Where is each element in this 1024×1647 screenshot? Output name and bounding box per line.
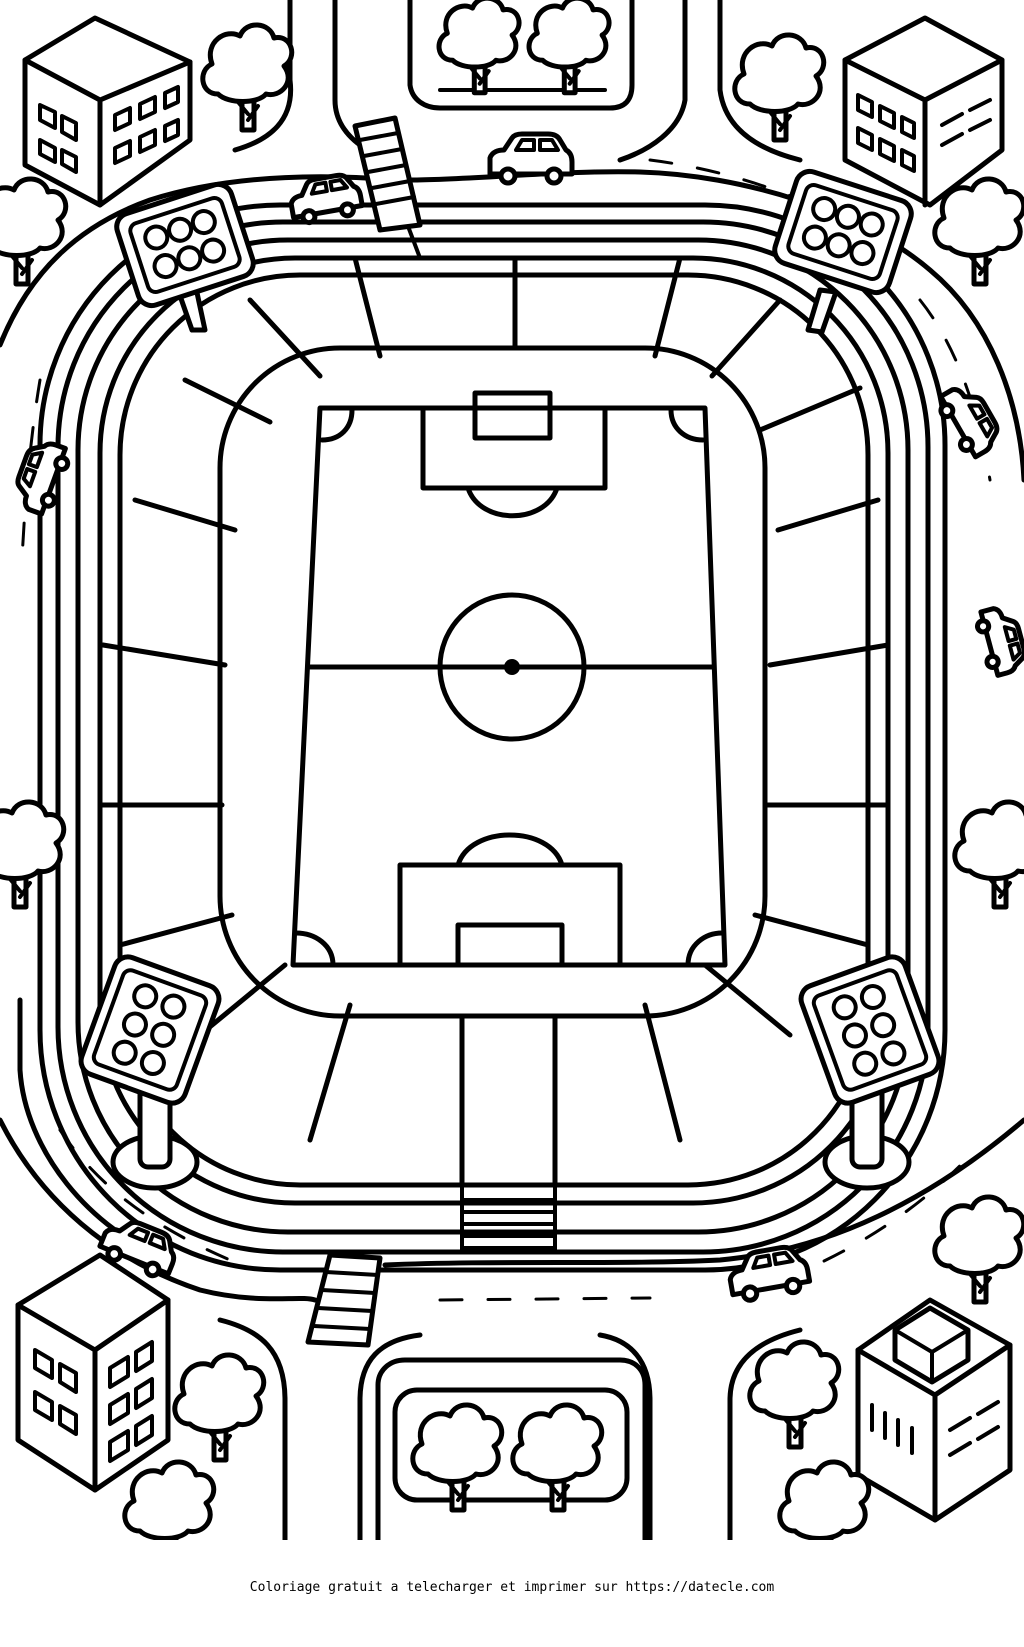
floodlight-bottom-right xyxy=(797,953,943,1188)
stadium-coloring-illustration xyxy=(0,0,1024,1540)
building-bottom-right xyxy=(858,1300,1010,1520)
crosswalk-top xyxy=(355,118,420,230)
building-top-right xyxy=(845,18,1002,205)
footer-credit: Coloriage gratuit a telecharger et impri… xyxy=(249,1580,775,1595)
floodlight-top-left xyxy=(113,181,257,330)
stadium-stairs xyxy=(400,205,555,1252)
bottom-park xyxy=(378,1360,645,1540)
stadium xyxy=(40,205,945,1270)
crosswalk-bottom xyxy=(308,1255,380,1345)
football-pitch xyxy=(293,393,725,965)
stand-dividers xyxy=(100,258,888,1185)
floodlight-bottom-left xyxy=(77,953,223,1188)
top-park xyxy=(410,0,632,108)
building-bottom-left xyxy=(18,1255,168,1490)
building-top-left xyxy=(25,18,190,205)
floodlight-top-right xyxy=(771,168,915,332)
road-branches xyxy=(220,0,800,1540)
